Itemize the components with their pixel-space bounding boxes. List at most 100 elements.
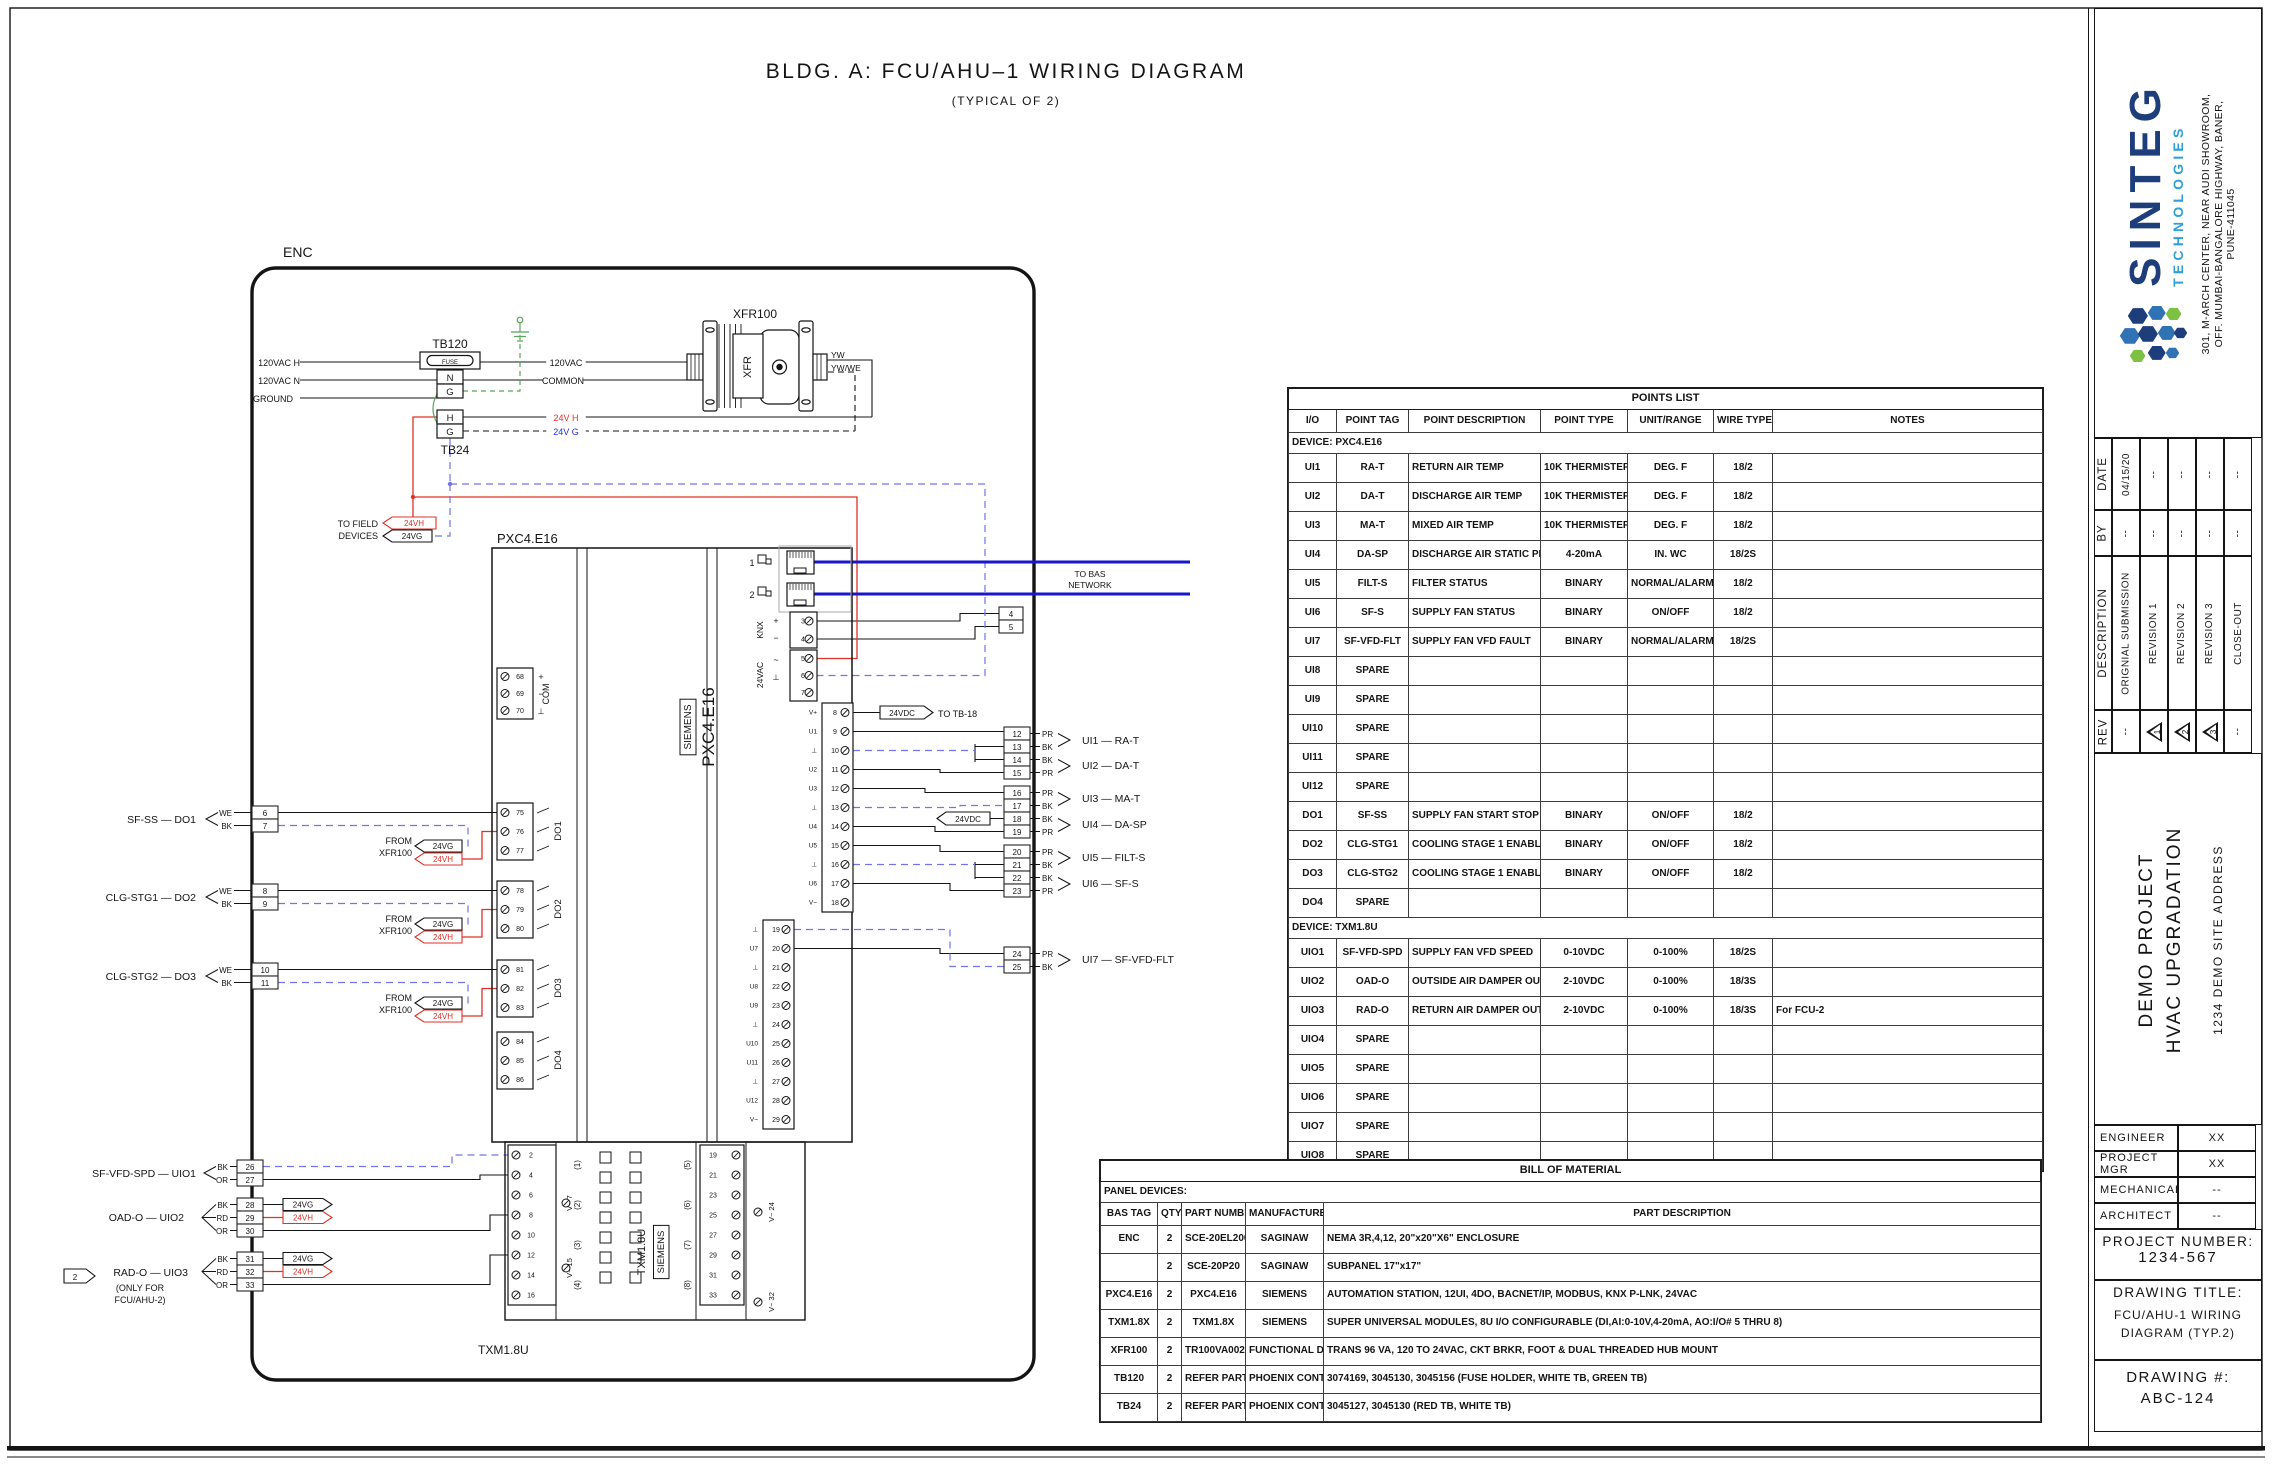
diagram-label: N <box>447 373 454 384</box>
drawing-number-label: DRAWING #: <box>2126 1369 2230 1386</box>
diagram-label: PR <box>1042 848 1053 857</box>
controller-pxc4e16 <box>491 545 853 1143</box>
diagram-label: UI3 — MA-T <box>1082 793 1141 805</box>
diagram-label: TO TB-18 <box>938 709 977 719</box>
diagram-label: FROM <box>386 836 413 846</box>
wire-tag: 24VDC <box>955 815 981 824</box>
wire-number-box: 17 <box>1013 802 1022 811</box>
wire-number-box: 22 <box>1013 874 1022 883</box>
wires-red <box>263 416 858 1273</box>
terminal-function-label: U12 <box>746 1098 758 1105</box>
diagram-label: RD <box>216 1214 228 1223</box>
diagram-label: UI5 — FILT-S <box>1082 852 1145 864</box>
terminal-number: 7 <box>801 690 805 697</box>
terminal-number: 13 <box>831 805 839 812</box>
terminal-function-label: ⊥ <box>752 1022 758 1029</box>
diagram-label: (2) <box>573 1200 582 1210</box>
revision-field-label: BY <box>2094 510 2112 556</box>
diagram-label: 120VAC N <box>258 376 300 386</box>
diagram-label: 120VAC <box>550 358 583 368</box>
wires-bas-blue <box>814 560 1190 596</box>
revision-marker: 3 <box>2196 710 2224 753</box>
terminal-number: 25 <box>772 1041 780 1048</box>
drawing-number-cell: DRAWING #: ABC-124 <box>2094 1360 2262 1432</box>
terminal-function-label: ⊥ <box>752 927 758 934</box>
diagram-label: + <box>773 616 778 626</box>
wire-tag: 24VH <box>404 519 424 528</box>
diagram-label: V~ 32 <box>767 1292 776 1312</box>
diagram-label: NETWORK <box>1068 580 1112 590</box>
diagram-label: BK <box>1042 802 1053 811</box>
sheet-frame <box>7 7 2265 1458</box>
diagram-label: ~ <box>773 655 778 665</box>
diagram-label: BK <box>1042 963 1053 972</box>
diagram-label: XFR100 <box>733 307 777 321</box>
terminal-number: 10 <box>831 748 839 755</box>
logo-row: SINTEG TECHNOLOGIES <box>2120 81 2190 367</box>
hexagon-icon <box>2128 307 2148 325</box>
revision-marker: -- <box>2112 710 2140 753</box>
wires-blue-dashed <box>263 438 1004 1168</box>
terminal-number: 21 <box>772 965 780 972</box>
wire-number-box: 32 <box>246 1268 255 1277</box>
diagram-label: DO4 <box>553 1050 564 1070</box>
wire-number-box: 11 <box>261 979 270 988</box>
approval-role: ENGINEER <box>2094 1125 2178 1151</box>
wire-tag: 24VH <box>293 1268 313 1277</box>
revision-field-label: DESCRIPTION <box>2094 556 2112 710</box>
revision-date: -- <box>2224 438 2252 510</box>
wire-number-box: 6 <box>263 809 268 818</box>
site-address: 1234 DEMO SITE ADDRESS <box>2210 845 2225 1035</box>
diagram-label: (8) <box>683 1280 692 1290</box>
hexagon-icon <box>2148 345 2166 361</box>
terminal-number: 25 <box>709 1213 717 1220</box>
diagram-label: WE <box>219 966 232 975</box>
diagram-label: (3) <box>573 1240 582 1250</box>
diagram-label: BK <box>221 822 232 831</box>
diagram-label: RD <box>216 1268 228 1277</box>
terminal-number: 86 <box>516 1077 524 1084</box>
terminal-function-label: ⊥ <box>752 1079 758 1086</box>
terminal-number: 6 <box>801 673 805 680</box>
terminal-number: 16 <box>527 1293 535 1300</box>
terminal-number: 23 <box>772 1003 780 1010</box>
terminal-number: 27 <box>772 1079 780 1086</box>
diagram-label: PR <box>1042 769 1053 778</box>
diagram-label: + <box>538 672 543 682</box>
table-title-row: BILL OF MATERIAL <box>1099 1160 2042 1182</box>
wire-tag: 24VH <box>433 1012 453 1021</box>
diagram-label: ⊥ <box>538 707 545 716</box>
drawing-sub-title: (TYPICAL OF 2) <box>951 94 1061 108</box>
diagram-label: XFR100 <box>379 848 412 858</box>
diagram-label: V~ 24 <box>767 1202 776 1222</box>
terminal-number: 33 <box>709 1293 717 1300</box>
section-row: PANEL DEVICES: <box>1099 1181 2042 1203</box>
terminal-number: 17 <box>831 881 839 888</box>
approval-value: XX <box>2178 1151 2256 1177</box>
diagram-label: FCU/AHU-2) <box>115 1295 166 1305</box>
revision-date: -- <box>2140 438 2168 510</box>
terminal-function-label: V~ <box>750 1117 758 1124</box>
hexagon-icon <box>2148 305 2166 321</box>
diagram-label: PXC4.E16 <box>497 531 558 546</box>
diagram-label: BK <box>217 1255 228 1264</box>
diagram-label: − <box>538 689 543 699</box>
terminal-number: 19 <box>772 927 780 934</box>
table-row: DEVICE: TXM1.8U <box>1287 917 2044 939</box>
terminal-number: 82 <box>516 986 524 993</box>
wire-number-box: 12 <box>1013 730 1022 739</box>
revision-by: -- <box>2224 510 2252 556</box>
terminal-number: 81 <box>516 967 524 974</box>
